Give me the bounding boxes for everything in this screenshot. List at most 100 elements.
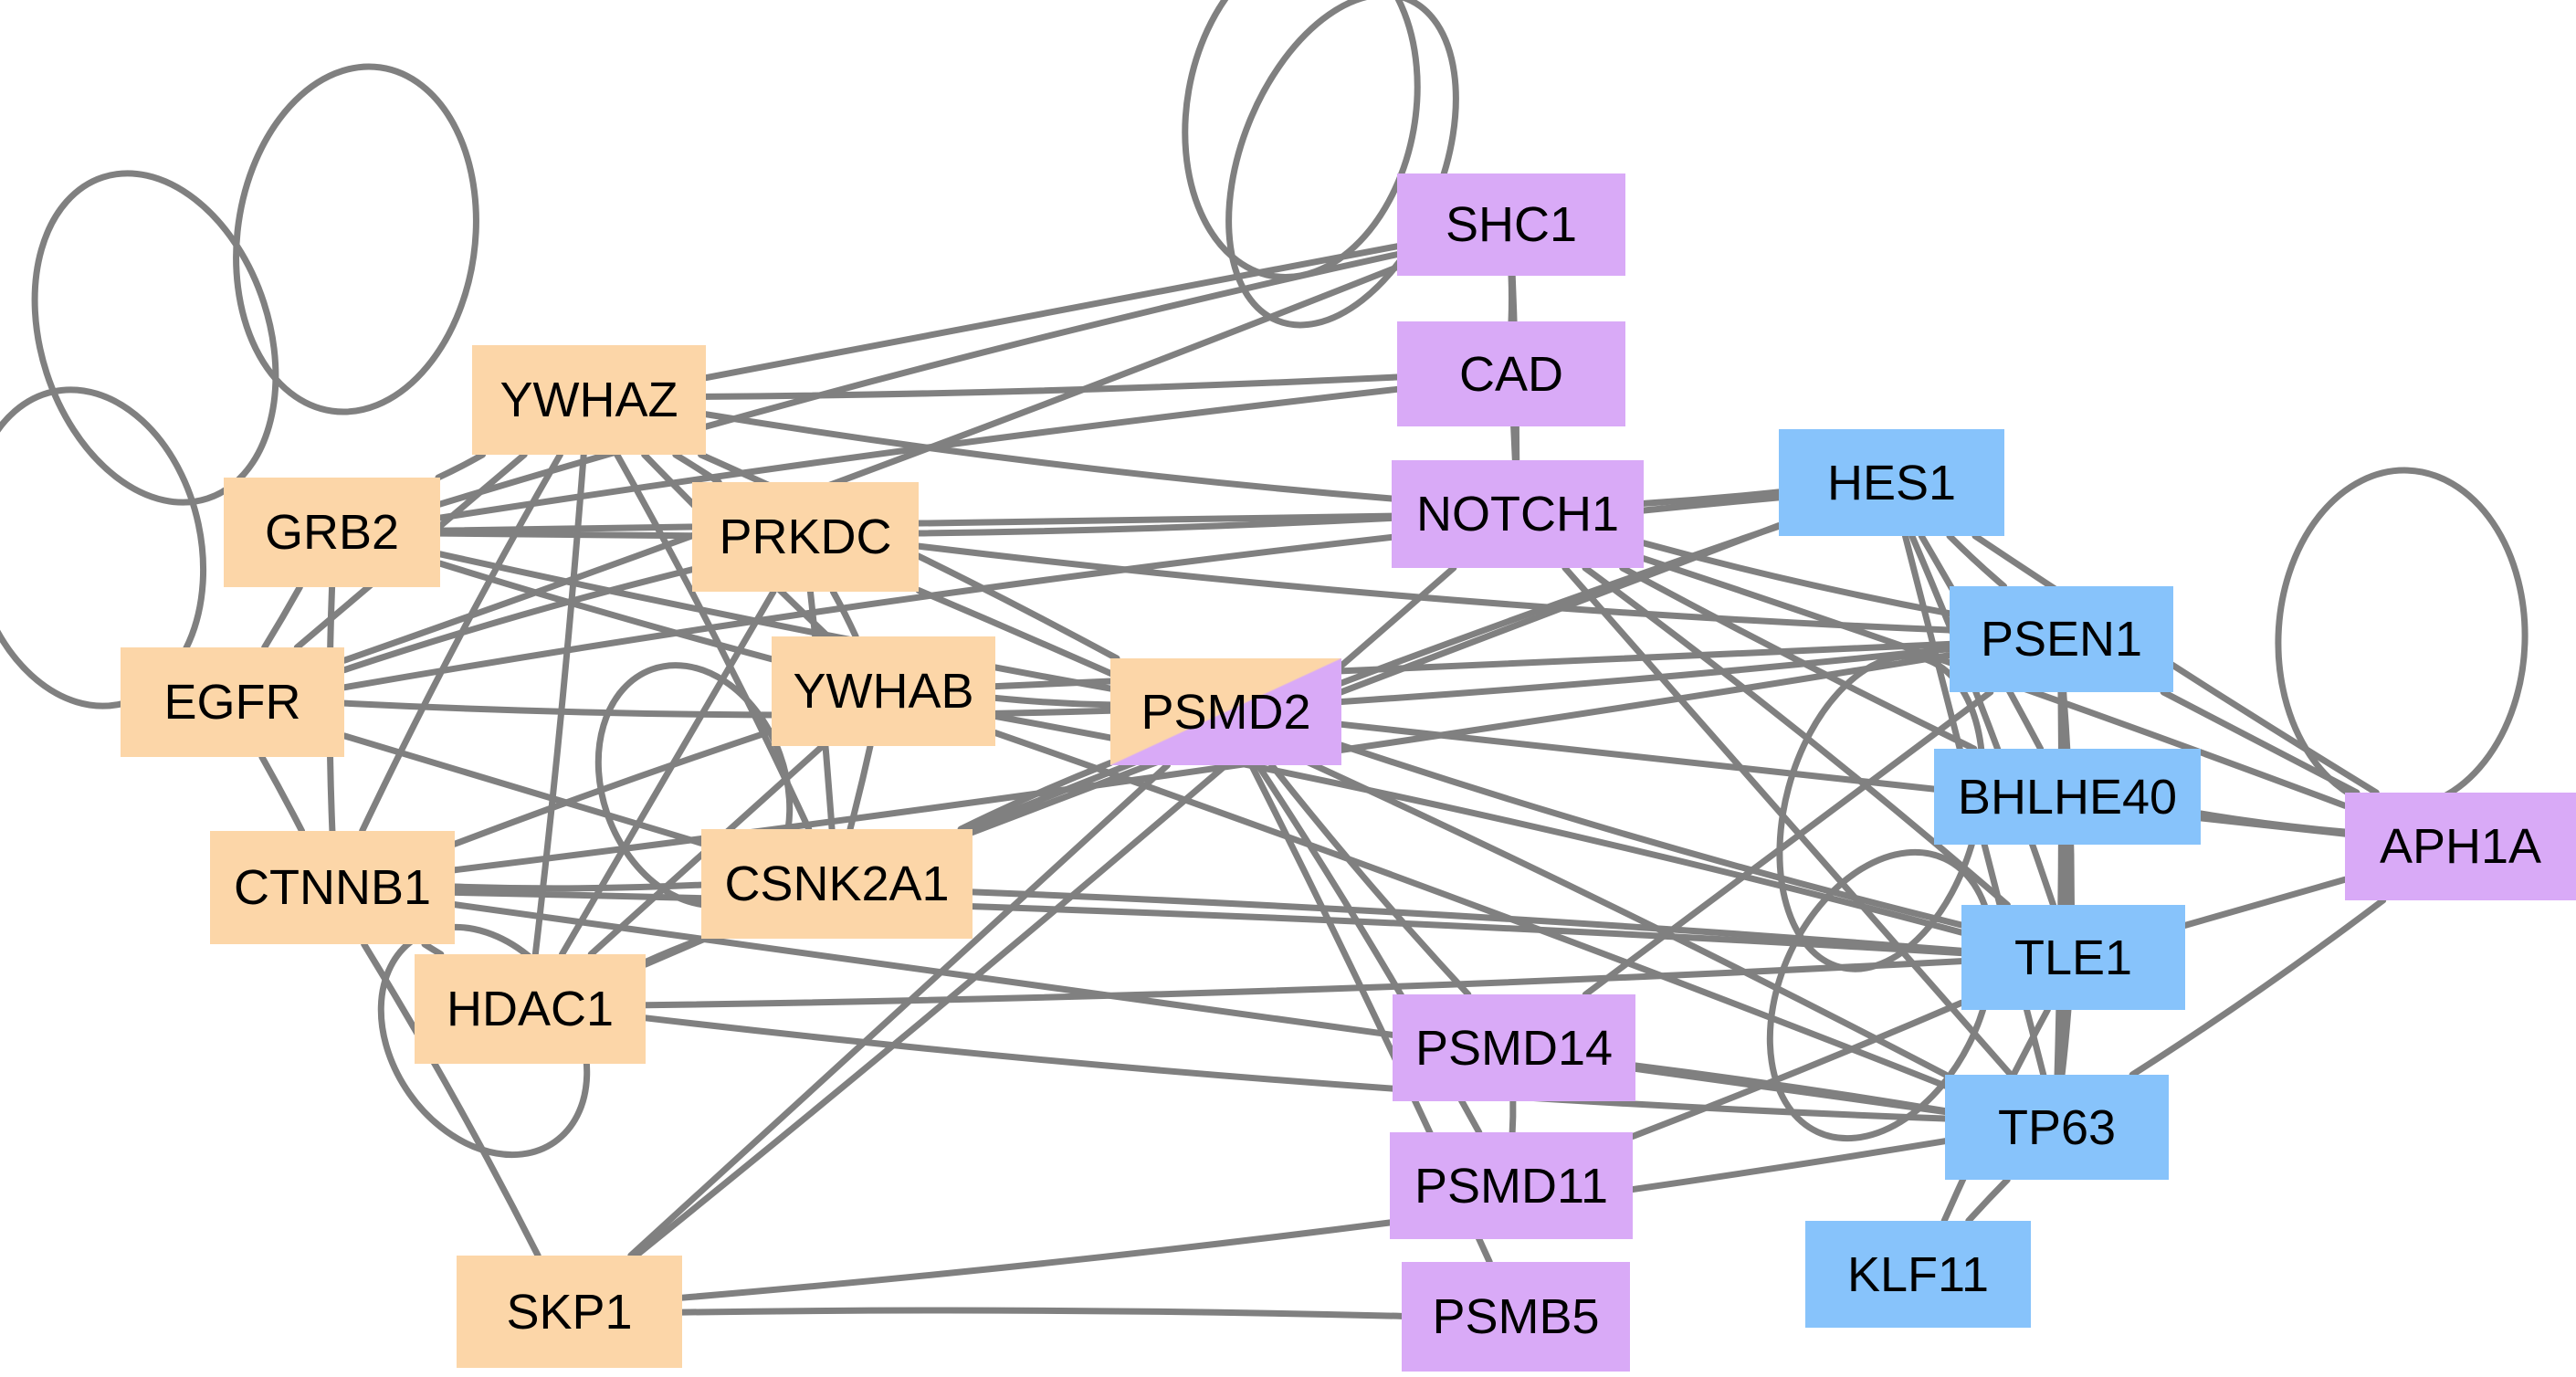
node-label: BHLHE40 — [1957, 769, 2178, 825]
edge-prkdc-ywhab — [829, 588, 859, 640]
node-label: GRB2 — [264, 505, 400, 560]
edge-psmd14-tp63 — [1632, 1062, 1949, 1115]
node-label: TP63 — [1997, 1099, 2117, 1155]
node-label: CSNK2A1 — [724, 857, 950, 911]
node-label: APH1A — [2379, 819, 2542, 874]
node-psmb5[interactable]: PSMB5 — [1402, 1262, 1630, 1372]
edge-hdac1-tp63 — [642, 1014, 1949, 1122]
edge-hdac1-tle1 — [642, 958, 1965, 1009]
edge-bhlhe40-aph1a — [2197, 810, 2349, 836]
self-loop-ywhaz — [233, 63, 479, 415]
edge-psmd2-tle1 — [1338, 741, 1965, 929]
edge-psmd14-psmd11 — [1509, 1098, 1517, 1136]
edge-grb2-prkdc — [436, 530, 696, 540]
node-label: CTNNB1 — [233, 860, 432, 915]
node-hdac1[interactable]: HDAC1 — [415, 954, 646, 1064]
edge-ywhaz-hdac1 — [531, 451, 587, 958]
node-ywhab[interactable]: YWHAB — [772, 636, 995, 746]
edge-psmd2-psen1 — [1338, 646, 1953, 706]
edge-grb2-shc1 — [436, 251, 1401, 508]
edge-hes1-tle1 — [1908, 532, 2056, 909]
edge-egfr-shc1 — [341, 264, 1401, 664]
edge-prkdc-tp63 — [915, 586, 1950, 1078]
node-bhlhe40[interactable]: BHLHE40 — [1934, 749, 2201, 845]
edge-csnk2a1-psmd2 — [957, 759, 1114, 833]
node-psmd2[interactable]: PSMD2 — [1110, 658, 1341, 765]
node-hes1[interactable]: HES1 — [1779, 429, 2004, 536]
edge-ctnnb1-tp63 — [451, 901, 1949, 1115]
node-skp1[interactable]: SKP1 — [457, 1256, 682, 1368]
edge-psmd2-psmd14 — [1268, 762, 1472, 998]
edge-ywhaz-notch1 — [702, 411, 1395, 502]
node-shc1[interactable]: SHC1 — [1397, 173, 1625, 276]
edge-ywhab-ctnnb1 — [451, 728, 775, 847]
edge-hes1-aph1a — [1971, 532, 2380, 796]
edge-tp63-aph1a — [2129, 897, 2387, 1078]
node-csnk2a1[interactable]: CSNK2A1 — [701, 829, 973, 939]
node-label: NOTCH1 — [1415, 487, 1619, 541]
edge-skp1-psmd2 — [627, 762, 1171, 1259]
node-klf11[interactable]: KLF11 — [1805, 1221, 2031, 1328]
edge-notch1-bhlhe40 — [1619, 564, 1978, 752]
node-psmd11[interactable]: PSMD11 — [1390, 1132, 1633, 1239]
node-tle1[interactable]: TLE1 — [1961, 905, 2185, 1010]
edge-ctnnb1-skp1 — [361, 941, 541, 1259]
edge-notch1-tle1 — [1582, 564, 2011, 909]
edge-ywhaz-cad — [702, 373, 1401, 400]
node-psmd14[interactable]: PSMD14 — [1393, 994, 1635, 1101]
edge-psmd14-psen1 — [1582, 688, 1994, 998]
node-label: SKP1 — [506, 1284, 633, 1340]
edge-notch1-hes1 — [1640, 489, 1782, 507]
self-loop-grb2 — [31, 170, 279, 506]
self-loop-tle1 — [1766, 848, 1996, 1142]
edge-ctnnb1-hdac1 — [421, 941, 445, 958]
node-label: HES1 — [1826, 455, 1957, 510]
node-prkdc[interactable]: PRKDC — [692, 482, 919, 592]
edge-ywhaz-shc1 — [702, 243, 1401, 382]
node-ywhaz[interactable]: YWHAZ — [472, 345, 706, 455]
edge-ywhab-psmd2 — [992, 694, 1114, 709]
edge-skp1-tp63 — [678, 1138, 1949, 1301]
edge-psmd11-tle1 — [1629, 999, 1965, 1140]
edge-hes1-psen1 — [1946, 532, 2008, 590]
node-label: SHC1 — [1445, 197, 1578, 252]
node-egfr[interactable]: EGFR — [121, 647, 344, 757]
node-grb2[interactable]: GRB2 — [224, 478, 440, 587]
node-label: PRKDC — [719, 510, 892, 564]
edge-grb2-psmd2 — [436, 551, 1114, 692]
node-aph1a[interactable]: APH1A — [2345, 793, 2576, 900]
node-label: PSMD11 — [1414, 1158, 1609, 1214]
node-label: YWHAZ — [499, 373, 678, 427]
node-label: CAD — [1458, 346, 1563, 402]
node-label: HDAC1 — [446, 982, 615, 1036]
node-psen1[interactable]: PSEN1 — [1950, 586, 2173, 692]
node-ctnnb1[interactable]: CTNNB1 — [210, 831, 455, 944]
node-tp63[interactable]: TP63 — [1945, 1075, 2169, 1180]
edge-bhlhe40-tle1 — [2066, 841, 2075, 909]
node-label: PSMB5 — [1432, 1289, 1600, 1344]
self-loop-egfr — [0, 386, 207, 710]
edge-ctnnb1-csnk2a1 — [451, 881, 705, 892]
edge-grb2-egfr — [261, 583, 303, 651]
edge-skp1-psmb5 — [678, 1307, 1405, 1319]
node-cad[interactable]: CAD — [1397, 321, 1625, 426]
edge-tle1-aph1a — [2182, 876, 2349, 929]
edge-prkdc-egfr — [341, 566, 696, 674]
edge-prkdc-psen1 — [915, 542, 1953, 634]
node-label: PSEN1 — [1980, 612, 2143, 667]
edge-egfr-psmd2 — [341, 699, 1114, 719]
node-label: TLE1 — [2013, 930, 2133, 985]
edge-notch1-psen1 — [1640, 540, 1953, 617]
node-label: YWHAB — [793, 664, 974, 719]
edge-ctnnb1-psen1 — [451, 652, 1953, 874]
node-fill-split — [1110, 658, 1341, 765]
node-label: KLF11 — [1846, 1246, 1990, 1302]
node-label: EGFR — [163, 675, 301, 730]
node-notch1[interactable]: NOTCH1 — [1392, 460, 1644, 568]
edge-egfr-csnk2a1 — [341, 732, 705, 846]
edge-tle1-tp63 — [2058, 1006, 2072, 1078]
edge-notch1-tp63 — [1561, 564, 2014, 1078]
edge-cad-notch1 — [1510, 423, 1519, 464]
